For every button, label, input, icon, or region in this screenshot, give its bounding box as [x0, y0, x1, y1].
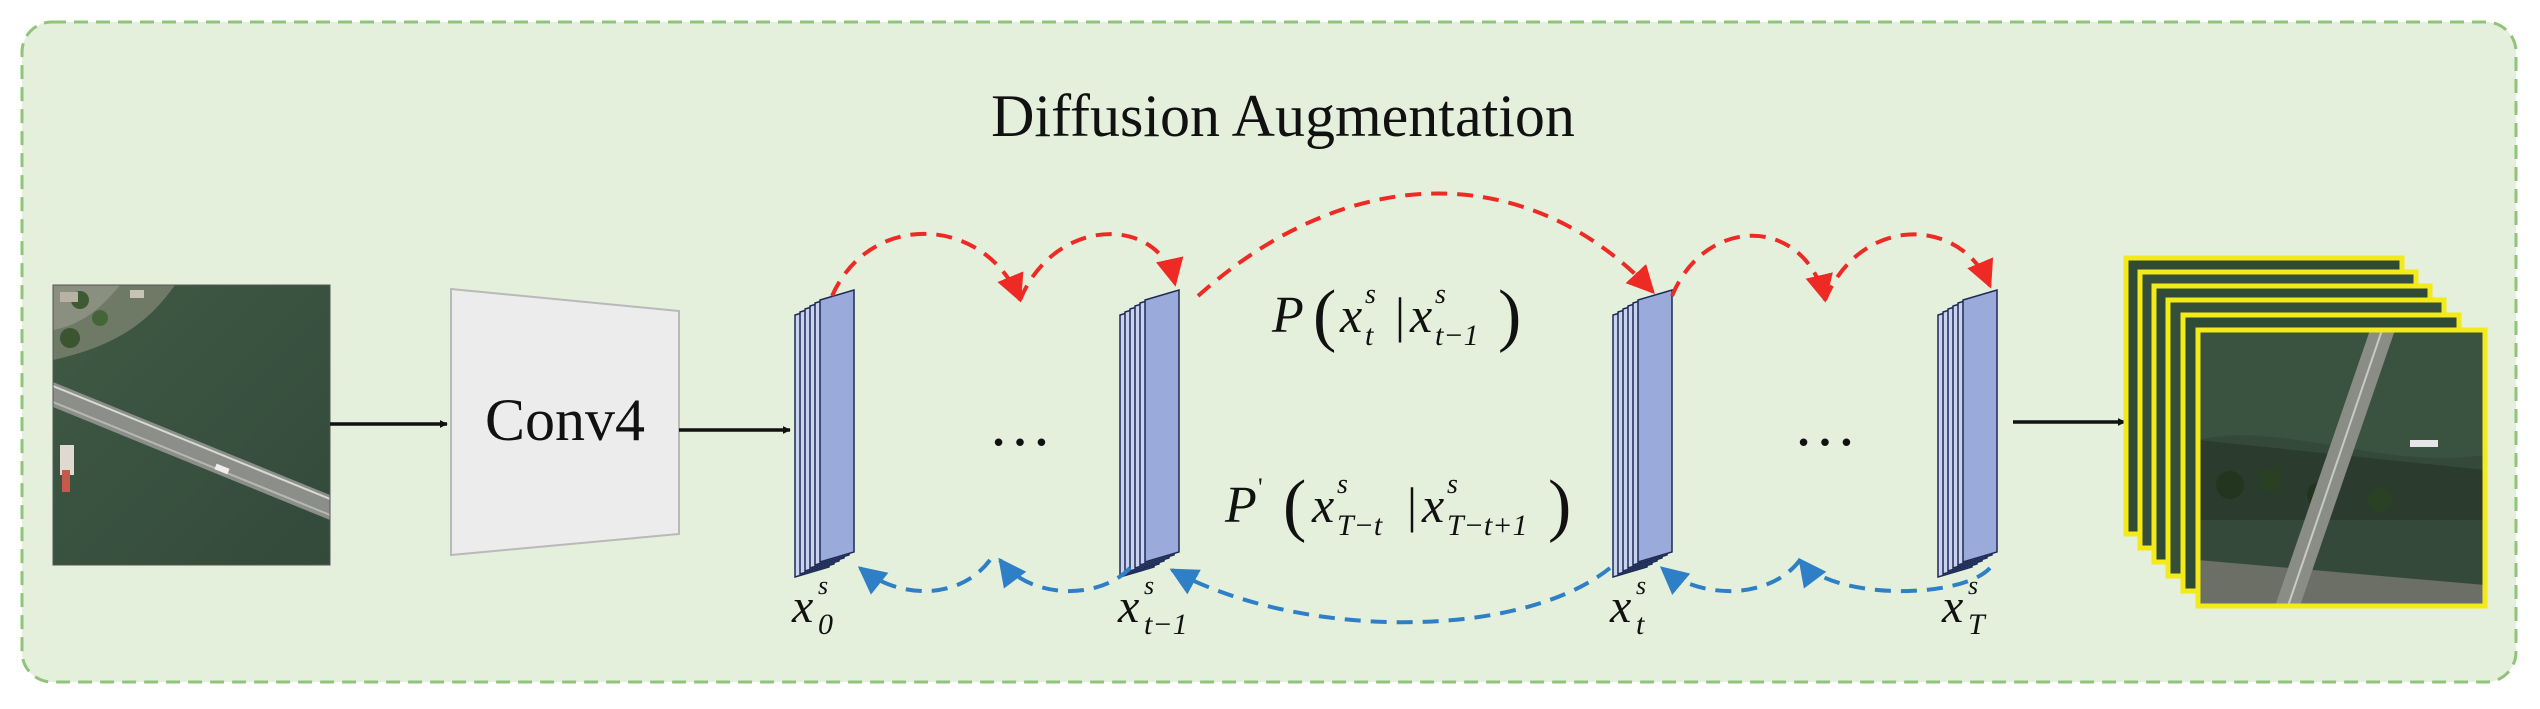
svg-text:t: t	[1636, 608, 1645, 641]
ellipsis-left: …	[988, 388, 1052, 459]
reverse-prefix: P	[1224, 477, 1257, 534]
forward-var-a: x	[1339, 287, 1362, 343]
reverse-sub-b: T−t+1	[1447, 509, 1528, 542]
forward-arc-4	[1670, 233, 1833, 303]
forward-arc-1	[830, 231, 1024, 303]
svg-text:T: T	[1968, 608, 1987, 641]
forward-var-b: x	[1409, 287, 1432, 343]
reverse-arrows	[857, 557, 1992, 625]
input-image	[53, 285, 330, 565]
feature-map-layer	[1637, 288, 1673, 564]
forward-sup-a: s	[1365, 279, 1376, 310]
augmented-images-stack	[2123, 255, 2488, 609]
augmented-image-front	[2198, 330, 2485, 606]
forward-arrows	[830, 191, 1994, 303]
svg-text:0: 0	[818, 608, 833, 641]
reverse-arc-4	[998, 557, 1132, 594]
feature-map-layer	[1144, 288, 1180, 564]
reverse-paren-open: (	[1283, 467, 1306, 544]
svg-text:t−1: t−1	[1144, 608, 1188, 641]
reverse-arc-1	[1798, 557, 1992, 594]
svg-text:x: x	[1117, 580, 1139, 633]
forward-process-formula: P ( x s t | x s t−1 )	[1271, 277, 1521, 354]
feature-stack-xt	[1612, 288, 1673, 579]
feature-stack-x0	[794, 288, 855, 579]
forward-arc-3	[1196, 191, 1655, 298]
forward-sup-b: s	[1435, 279, 1446, 310]
forward-paren-close: )	[1498, 277, 1521, 354]
augmented-image-front-frame	[2195, 327, 2488, 609]
reverse-sub-a: T−t	[1337, 509, 1383, 542]
feature-map-layer	[1962, 288, 1998, 564]
forward-arc-5	[1823, 232, 1994, 301]
ellipsis-right: …	[1793, 388, 1857, 459]
forward-bar: |	[1395, 287, 1405, 343]
svg-text:s: s	[1968, 571, 1978, 600]
feature-label-xT: x s T	[1941, 571, 1987, 641]
svg-text:s: s	[818, 571, 828, 600]
forward-prefix: P	[1271, 287, 1304, 344]
feature-label-xt-1: x s t−1	[1117, 571, 1188, 641]
forward-sub-b: t−1	[1435, 319, 1479, 352]
feature-map-layer	[819, 288, 855, 564]
reverse-process-formula: P ' ( x s T−t | x s T−t+1 )	[1224, 467, 1571, 544]
svg-text:s: s	[1636, 571, 1646, 600]
svg-text:s: s	[1144, 571, 1154, 600]
reverse-sup-a: s	[1337, 469, 1348, 500]
reverse-prime: '	[1258, 473, 1263, 502]
reverse-sup-b: s	[1447, 469, 1458, 500]
reverse-paren-close: )	[1548, 467, 1571, 544]
reverse-var-a: x	[1311, 477, 1334, 533]
reverse-arc-3	[1169, 566, 1612, 625]
feature-labels: x s 0 x s t−1 x s t x s T	[791, 571, 1987, 641]
reverse-var-b: x	[1421, 477, 1444, 533]
forward-arc-2	[1018, 232, 1184, 301]
svg-text:x: x	[791, 580, 813, 633]
feature-label-x0: x s 0	[791, 571, 833, 641]
conv4-label: Conv4	[485, 387, 645, 453]
diagram-title: Diffusion Augmentation	[991, 83, 1575, 149]
svg-text:x: x	[1941, 580, 1963, 633]
conv4-encoder	[450, 287, 680, 557]
forward-paren-open: (	[1313, 277, 1336, 354]
reverse-bar: |	[1407, 477, 1417, 533]
svg-text:x: x	[1609, 580, 1631, 633]
feature-stack-xt-1	[1119, 288, 1180, 579]
forward-sub-a: t	[1365, 319, 1374, 352]
feature-label-xt: x s t	[1609, 571, 1646, 641]
feature-stack-xT	[1937, 288, 1998, 579]
reverse-arc-2	[1659, 558, 1802, 595]
